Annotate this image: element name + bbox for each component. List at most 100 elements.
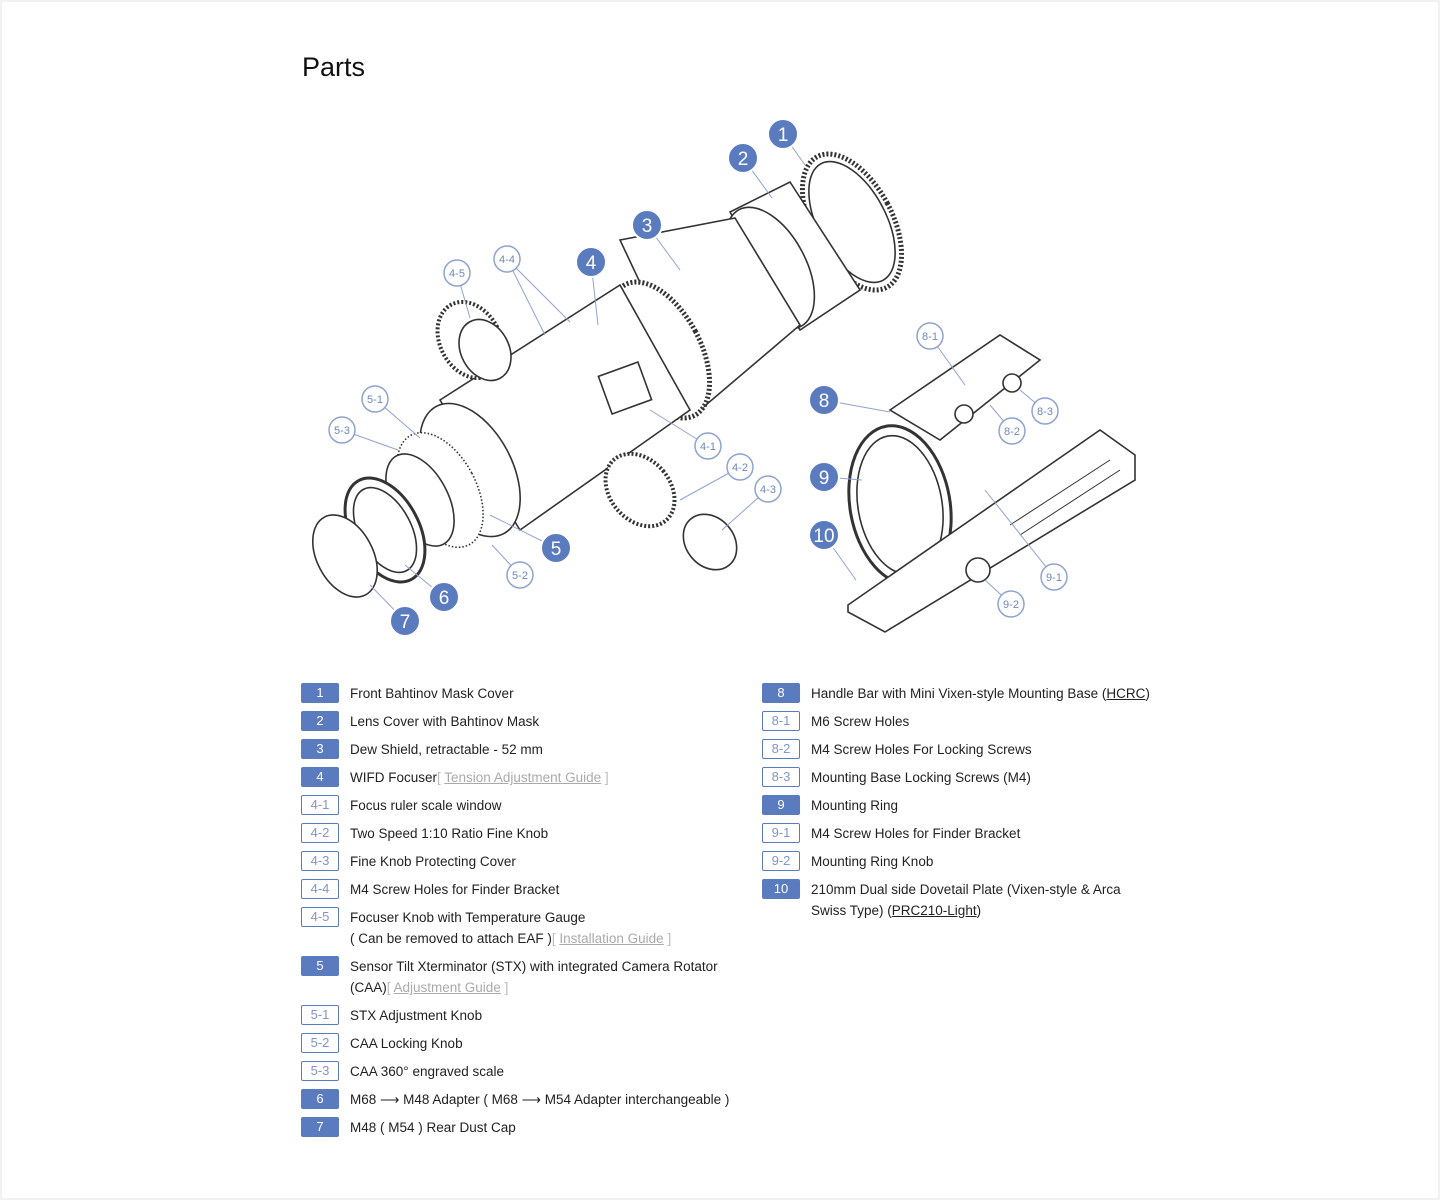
part-number-badge: 4-2 [301,823,339,843]
description-line: CAA Locking Knob [350,1033,463,1054]
description-text: M4 Screw Holes for Finder Bracket [350,882,560,897]
guide-link[interactable]: Installation Guide [559,931,664,946]
callout-circle [808,384,840,416]
description-line: Mounting Base Locking Screws (M4) [811,767,1031,788]
description-text: Mounting Ring [811,798,899,813]
callout-circle [997,590,1025,618]
callout-circle [540,532,572,564]
callout-6: 6 [428,581,460,613]
callout-label: 8-2 [1004,426,1020,438]
part-number-badge: 10 [762,879,800,899]
description-line-2: (CAA)[ Adjustment Guide ] [350,977,718,998]
part-description: M4 Screw Holes for Finder Bracket [350,879,559,900]
callout-label: 5-2 [512,570,528,582]
description-line: M4 Screw Holes for Finder Bracket [811,823,1020,844]
description-text-2: ( Can be removed to attach EAF ) [350,931,552,946]
callout-circle [506,561,534,589]
parts-list-item: 10 210mm Dual side Dovetail Plate (Vixen-… [762,879,1182,928]
part-description: CAA 360° engraved scale [350,1061,504,1082]
callout-8-2: 8-2 [998,417,1026,445]
parts-list-item: 4-4 M4 Screw Holes for Finder Bracket [301,879,741,907]
description-line: Sensor Tilt Xterminator (STX) with integ… [350,956,718,977]
description-text: Dew Shield, retractable - 52 mm [350,742,543,757]
callout-label: 10 [813,526,834,547]
description-text: Mounting Ring Knob [811,854,934,869]
part-description: Dew Shield, retractable - 52 mm [350,739,543,760]
part-description: Handle Bar with Mini Vixen-style Mountin… [811,683,1150,704]
callout-9-1: 9-1 [1040,563,1068,591]
description-text: M48 ( M54 ) Rear Dust Cap [350,1120,516,1135]
callout-5-1: 5-1 [361,385,389,413]
parts-list-item: 9-1 M4 Screw Holes for Finder Bracket [762,823,1182,851]
part-description: M48 ( M54 ) Rear Dust Cap [350,1117,516,1138]
callout-label: 1 [778,125,789,146]
callout-label: 7 [400,612,411,633]
description-text: Two Speed 1:10 Ratio Fine Knob [350,826,549,841]
callout-circle [493,245,521,273]
description-line-2: Swiss Type) (PRC210-Light) [811,900,1121,921]
part-description: Mounting Ring Knob [811,851,933,872]
bracket-open: [ [437,770,445,785]
callout-label: 8 [819,391,830,412]
callout-circle [767,118,799,150]
callout-circle [808,519,840,551]
description-text: Front Bahtinov Mask Cover [350,686,514,701]
callout-4-2: 4-2 [726,453,754,481]
description-text: Sensor Tilt Xterminator (STX) with integ… [350,959,718,974]
bracket-open: [ [551,931,560,946]
description-text: Focuser Knob with Temperature Gauge [350,910,586,925]
callout-label: 4 [586,253,597,274]
description-line: 210mm Dual side Dovetail Plate (Vixen-st… [811,879,1121,900]
callout-label: 3 [642,216,653,237]
callout-label: 9-2 [1003,599,1019,611]
callout-3: 3 [631,209,663,241]
description-text: Lens Cover with Bahtinov Mask [350,714,540,729]
parts-list-item: 4-2 Two Speed 1:10 Ratio Fine Knob [301,823,741,851]
description-text: WIFD Focuser [350,770,438,785]
callout-4-5: 4-5 [443,259,471,287]
description-text: M68 ⟶ M48 Adapter ( M68 ⟶ M54 Adapter in… [350,1092,730,1107]
description-line: Focus ruler scale window [350,795,502,816]
callout-2: 2 [727,142,759,174]
callout-label: 5-1 [367,394,383,406]
callout-label: 4-3 [760,484,776,496]
callout-label: 4-1 [700,441,716,453]
part-number-badge: 4-4 [301,879,339,899]
description-line: M6 Screw Holes [811,711,909,732]
part-description: M68 ⟶ M48 Adapter ( M68 ⟶ M54 Adapter in… [350,1089,729,1110]
description-text: STX Adjustment Knob [350,1008,483,1023]
description-line: WIFD Focuser[ Tension Adjustment Guide ] [350,767,609,788]
callout-circle [361,385,389,413]
description-line: M48 ( M54 ) Rear Dust Cap [350,1117,516,1138]
part-description: WIFD Focuser[ Tension Adjustment Guide ] [350,767,609,788]
guide-link[interactable]: Adjustment Guide [393,980,501,995]
description-line: Two Speed 1:10 Ratio Fine Knob [350,823,548,844]
description-line: CAA 360° engraved scale [350,1061,504,1082]
description-line: Mounting Ring Knob [811,851,933,872]
description-text: M6 Screw Holes [811,714,910,729]
page-title: Parts [302,52,366,82]
description-text: Fine Knob Protecting Cover [350,854,516,869]
model-link[interactable]: PRC210-Light [891,903,977,918]
description-tail: ) [976,903,982,918]
guide-link[interactable]: Tension Adjustment Guide [444,770,602,785]
bracket-close: ] [663,931,672,946]
model-link[interactable]: HCRC [1106,686,1146,701]
bracket-close: ] [500,980,509,995]
part-number-badge: 9-1 [762,823,800,843]
part-description: M4 Screw Holes For Locking Screws [811,739,1032,760]
description-text: CAA 360° engraved scale [350,1064,504,1079]
